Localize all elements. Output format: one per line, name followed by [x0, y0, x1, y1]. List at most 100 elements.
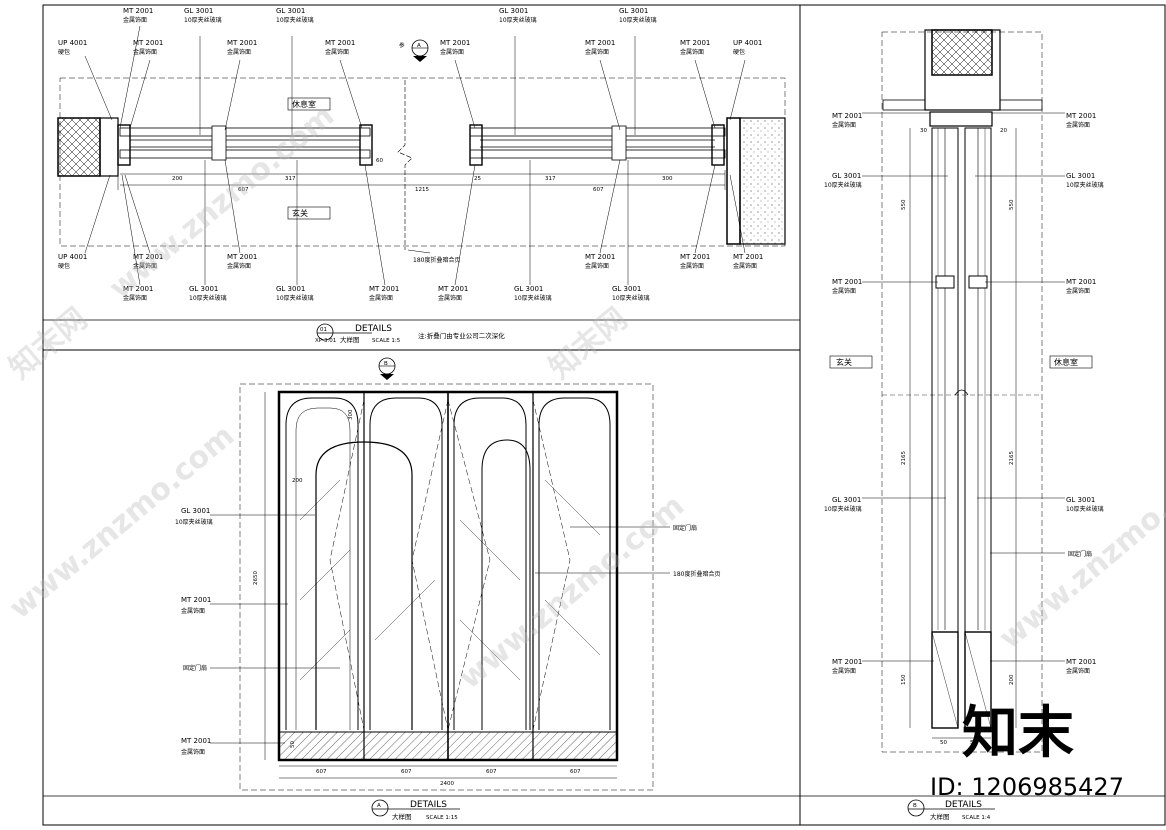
- material-desc: 硬包: [58, 262, 70, 270]
- svg-text:30: 30: [920, 128, 927, 134]
- material-code: MT 2001: [181, 737, 211, 745]
- material-desc: 金属饰面: [123, 294, 147, 302]
- material-code: GL 3001: [832, 172, 861, 180]
- material-code: MT 2001: [1066, 658, 1096, 666]
- material-code: MT 2001: [832, 278, 862, 286]
- material-code: MT 2001: [680, 39, 710, 47]
- material-code: MT 2001: [832, 112, 862, 120]
- material-code: MT 2001: [133, 39, 163, 47]
- material-code: GL 3001: [619, 7, 648, 15]
- title-block-a: A DETAILS 大样图 SCALE 1:15: [371, 799, 460, 821]
- dim-text: 300: [662, 176, 673, 182]
- dim-text: 1215: [415, 187, 429, 193]
- material-desc: 10厚夹丝玻璃: [514, 294, 552, 302]
- plan-top-callouts: [84, 25, 746, 135]
- material-desc: 金属饰面: [438, 294, 462, 302]
- svg-text:607: 607: [570, 769, 581, 775]
- material-desc: 10厚夹丝玻璃: [276, 16, 314, 24]
- material-code: MT 2001: [680, 253, 710, 261]
- plan-bottom-callouts: [84, 159, 746, 286]
- svg-text:300: 300: [348, 409, 354, 420]
- svg-text:B: B: [384, 361, 388, 367]
- svg-text:A: A: [377, 803, 381, 809]
- svg-text:01: 01: [320, 327, 327, 333]
- svg-text:SCALE 1:5: SCALE 1:5: [372, 338, 401, 344]
- svg-text:XP-3.01: XP-3.01: [315, 338, 336, 344]
- watermark-brand: 知末网: [543, 301, 634, 386]
- material-code: GL 3001: [514, 285, 543, 293]
- material-desc: 硬包: [733, 48, 745, 56]
- material-desc: 金属饰面: [832, 667, 856, 675]
- material-code: GL 3001: [1066, 172, 1095, 180]
- svg-text:参: 参: [399, 41, 405, 49]
- svg-text:SCALE 1:4: SCALE 1:4: [962, 815, 991, 821]
- material-desc: 金属饰面: [1066, 667, 1090, 675]
- elevation-a: [239, 383, 654, 791]
- remark-note: 注:折叠门由专业公司二次深化: [418, 331, 505, 340]
- material-desc: 10厚夹丝玻璃: [189, 294, 227, 302]
- watermark-brand: 知末网: [3, 301, 94, 386]
- material-desc: 10厚夹丝玻璃: [175, 518, 213, 526]
- plan-rooms: 休息室 玄关: [287, 97, 331, 220]
- elevation-a-callouts: [210, 514, 670, 744]
- svg-text:2400: 2400: [440, 781, 454, 787]
- material-code: MT 2001: [585, 39, 615, 47]
- svg-text:A: A: [417, 43, 421, 49]
- fixed-leaf-note: 固定门扇: [673, 524, 697, 532]
- fixed-leaf-note: 固定门扇: [183, 664, 207, 672]
- svg-text:50: 50: [290, 741, 296, 748]
- material-desc: 金属饰面: [1066, 287, 1090, 295]
- material-desc: 金属饰面: [832, 121, 856, 129]
- material-code: MT 2001: [369, 285, 399, 293]
- material-code: MT 2001: [440, 39, 470, 47]
- material-desc: 金属饰面: [733, 262, 757, 270]
- room-label-foyer: 玄关: [292, 208, 308, 218]
- material-desc: 金属饰面: [227, 48, 251, 56]
- left-wall-panel: [57, 117, 101, 177]
- section-marker-b: B: [378, 357, 396, 380]
- elevation-a-dimensions: 607 607 607 607 2400 2650 200 300 50: [253, 409, 581, 787]
- material-desc: 金属饰面: [680, 48, 704, 56]
- material-code: UP 4001: [58, 253, 87, 261]
- material-code: MT 2001: [438, 285, 468, 293]
- svg-text:607: 607: [401, 769, 412, 775]
- dim-text: 317: [285, 176, 296, 182]
- material-code: MT 2001: [733, 253, 763, 261]
- material-code: GL 3001: [189, 285, 218, 293]
- svg-text:150: 150: [901, 674, 907, 685]
- svg-text:50: 50: [940, 740, 947, 746]
- material-code: GL 3001: [499, 7, 528, 15]
- material-desc: 10厚夹丝玻璃: [612, 294, 650, 302]
- material-desc: 金属饰面: [1066, 121, 1090, 129]
- dim-text: 607: [593, 187, 604, 193]
- watermark-logo: 知末: [962, 701, 1074, 766]
- svg-text:大样图: 大样图: [340, 335, 360, 344]
- material-desc: 10厚夹丝玻璃: [619, 16, 657, 24]
- material-desc: 10厚夹丝玻璃: [276, 294, 314, 302]
- material-desc: 金属饰面: [325, 48, 349, 56]
- material-desc: 10厚夹丝玻璃: [499, 16, 537, 24]
- material-desc: 10厚夹丝玻璃: [824, 505, 862, 513]
- material-code: GL 3001: [1066, 496, 1095, 504]
- material-code: MT 2001: [832, 658, 862, 666]
- material-code: MT 2001: [585, 253, 615, 261]
- svg-text:2165: 2165: [1009, 451, 1015, 465]
- material-code: GL 3001: [181, 507, 210, 515]
- material-code: MT 2001: [1066, 278, 1096, 286]
- material-desc: 金属饰面: [133, 48, 157, 56]
- svg-text:200: 200: [1009, 674, 1015, 685]
- sheet-frames: [42, 4, 1166, 826]
- material-desc: 10厚夹丝玻璃: [824, 181, 862, 189]
- svg-text:20: 20: [1000, 128, 1007, 134]
- svg-text:607: 607: [486, 769, 497, 775]
- material-desc: 10厚夹丝玻璃: [1066, 181, 1104, 189]
- watermark-id: ID: 1206985427: [930, 773, 1124, 801]
- material-code: MT 2001: [1066, 112, 1096, 120]
- material-desc: 金属饰面: [369, 294, 393, 302]
- svg-text:B: B: [913, 803, 917, 809]
- material-desc: 10厚夹丝玻璃: [1066, 505, 1104, 513]
- svg-text:607: 607: [316, 769, 327, 775]
